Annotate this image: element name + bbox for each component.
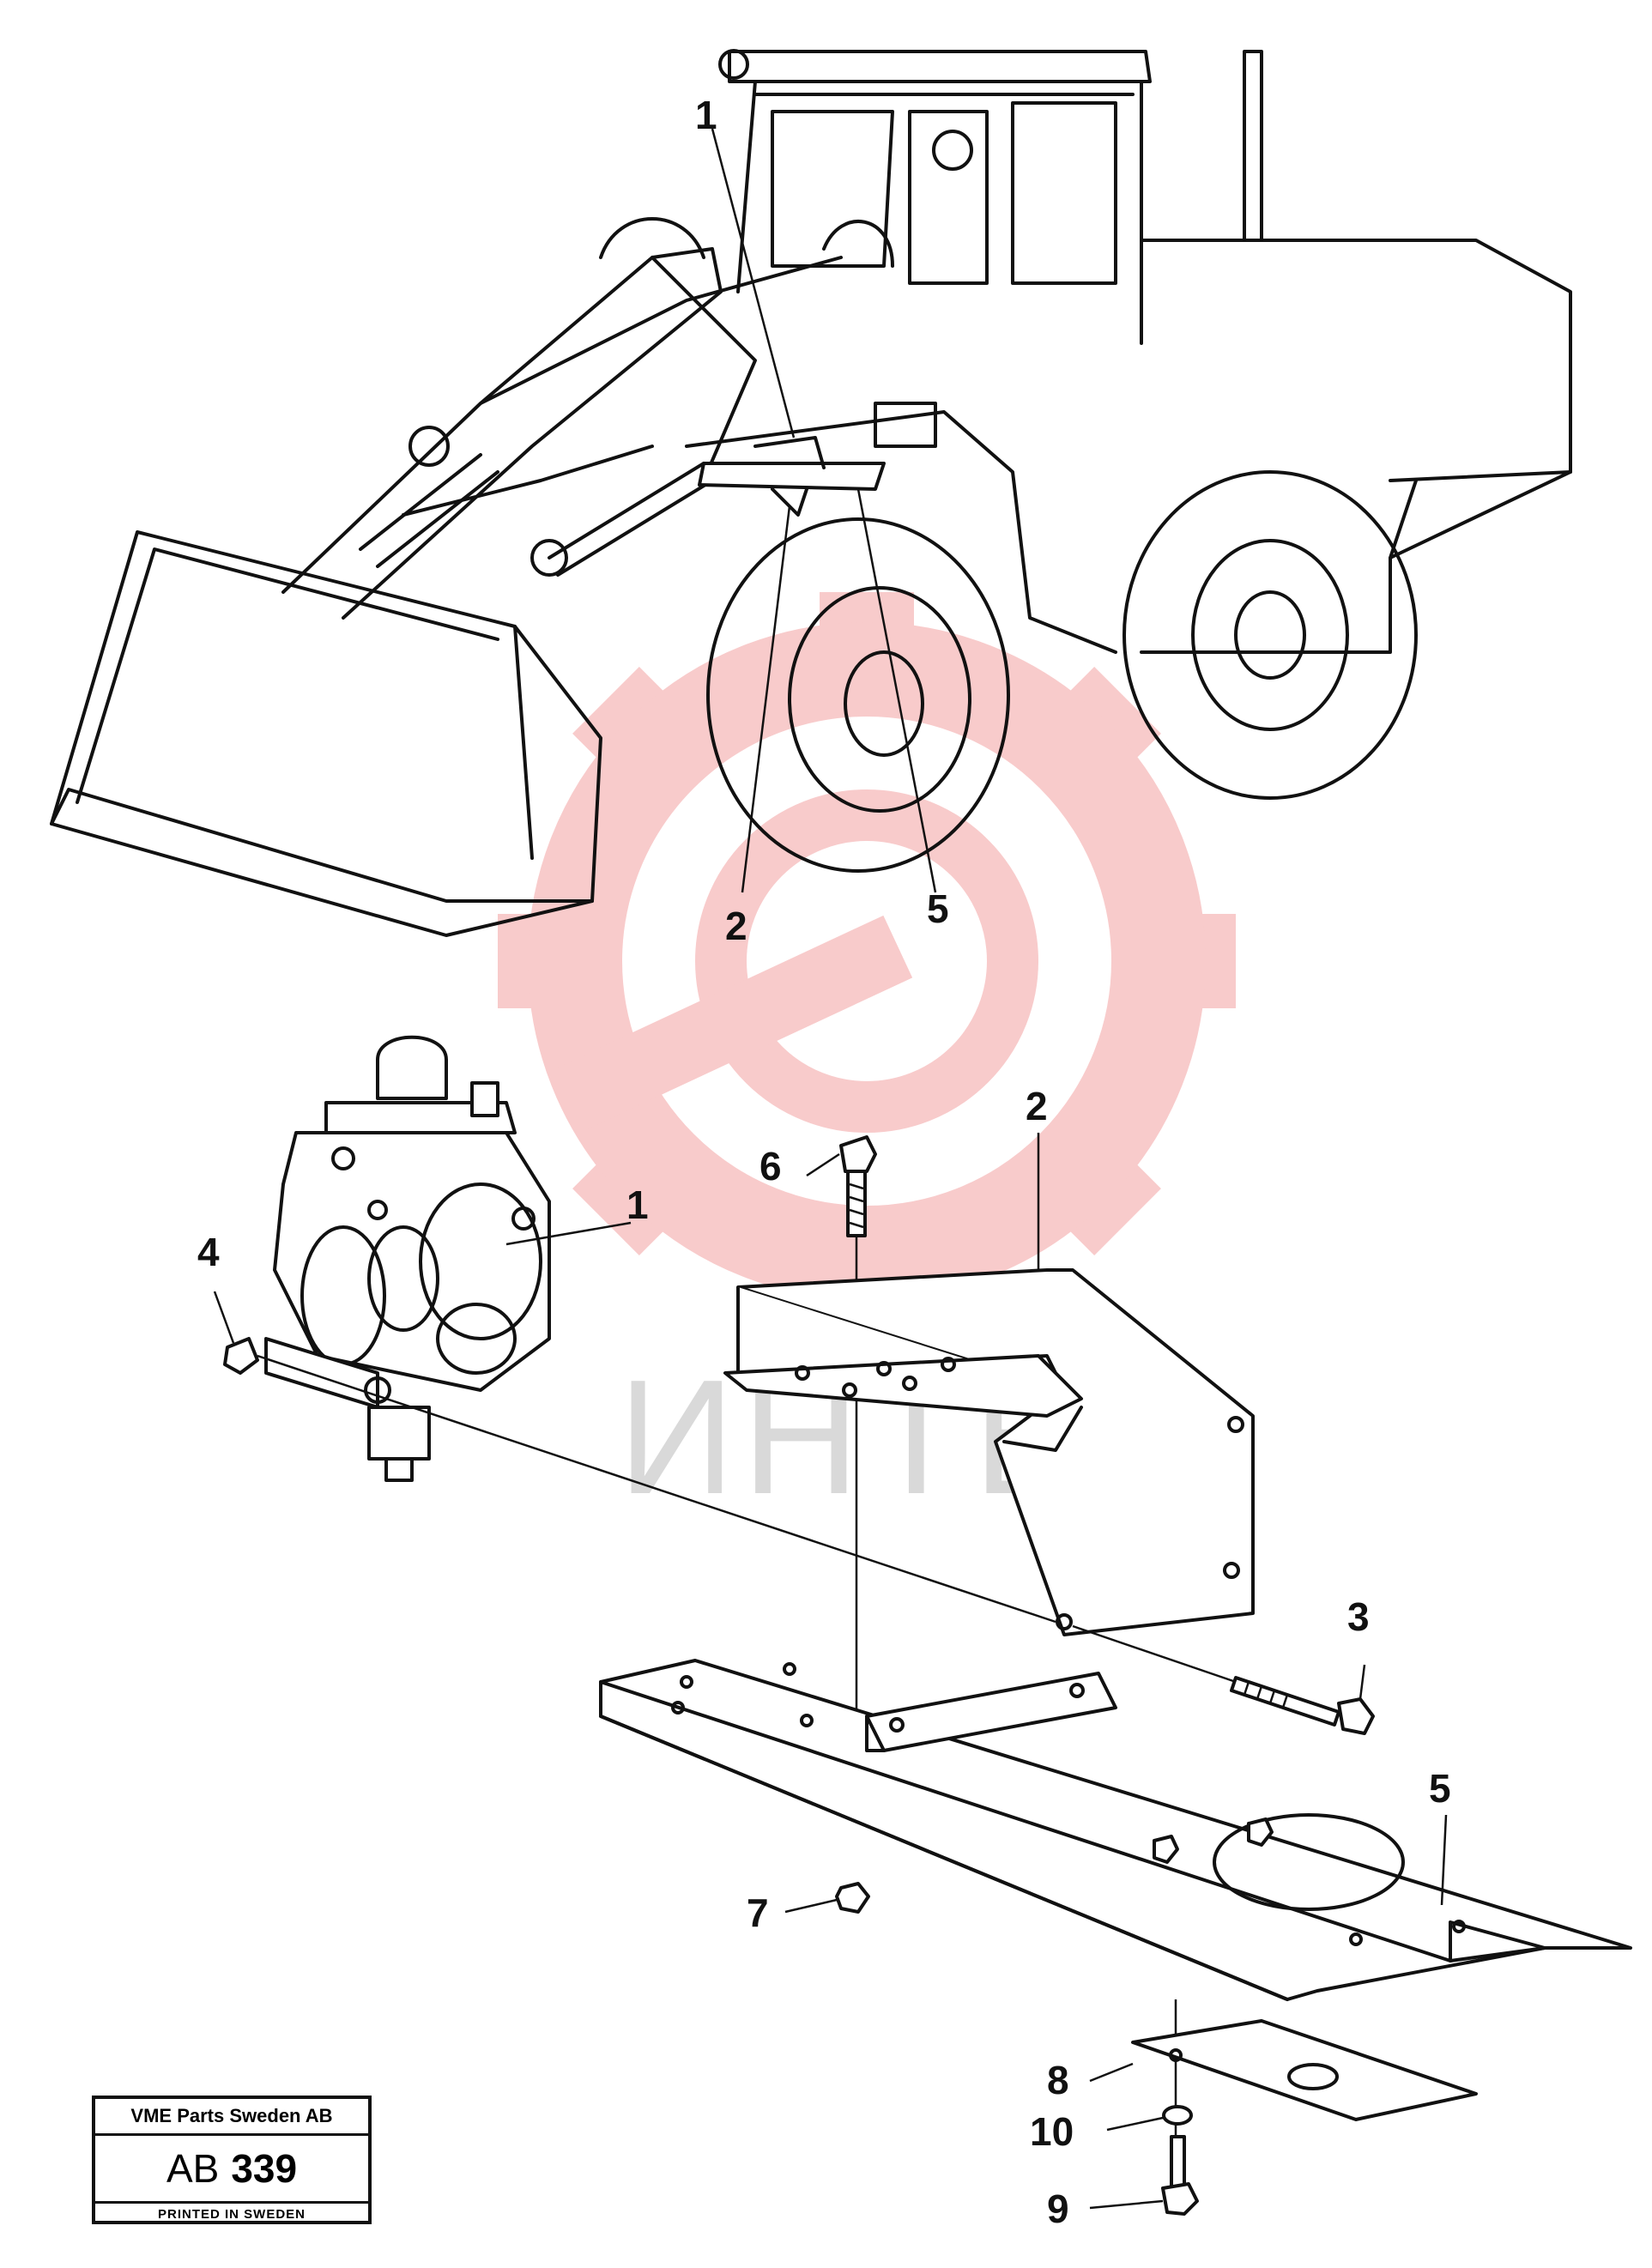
valve-block-part-1 (264, 1035, 551, 1482)
callout-part-7: 7 (747, 1890, 769, 1935)
callout-leader-lines (213, 1133, 1448, 2210)
callout-part-10: 10 (1030, 2109, 1074, 2154)
callout-part-6: 6 (759, 1144, 782, 1188)
callout-top-1: 1 (695, 93, 717, 137)
angle-bracket-part-2 (723, 1268, 1255, 1636)
stamp-company: VME Parts Sweden AB (95, 2099, 368, 2136)
callout-part-9: 9 (1047, 2186, 1069, 2231)
watermark-logo (498, 592, 1236, 1330)
callout-part-2: 2 (1026, 1084, 1048, 1128)
callout-part-1: 1 (626, 1182, 649, 1227)
nut-part-7 (835, 1882, 870, 1914)
bolt-part-9 (1161, 2135, 1199, 2216)
callout-numbers: 1 2 5 1 2 3 4 5 6 7 8 10 9 (197, 93, 1451, 2231)
top-leader-lines (711, 128, 937, 893)
callout-part-5: 5 (1429, 1766, 1451, 1811)
stamp-code: AB 339 (95, 2136, 368, 2204)
bolt-part-6 (839, 1135, 877, 1237)
bolt-axis-line (257, 1354, 1056, 1624)
callout-top-5: 5 (927, 886, 949, 931)
stamp-code-prefix: AB (166, 2146, 220, 2191)
stamp-footer: PRINTED IN SWEDEN (157, 2206, 306, 2222)
nut-part-4 (223, 1337, 259, 1375)
washer-part-10 (1162, 2105, 1193, 2126)
callout-part-8: 8 (1047, 2058, 1069, 2102)
wheel-loader-illustration (50, 49, 1572, 937)
callout-top-2: 2 (725, 904, 747, 948)
title-stamp: VME Parts Sweden AB AB 339 PRINTED IN SW… (92, 2096, 372, 2224)
callout-part-4: 4 (197, 1230, 220, 1274)
callout-part-3: 3 (1347, 1594, 1370, 1639)
shim-plate-part-8 (1131, 2019, 1478, 2121)
stamp-code-number: 339 (231, 2146, 298, 2191)
bolt-part-3 (1072, 1624, 1375, 1735)
mounting-plate-part-5 (599, 1659, 1632, 2001)
